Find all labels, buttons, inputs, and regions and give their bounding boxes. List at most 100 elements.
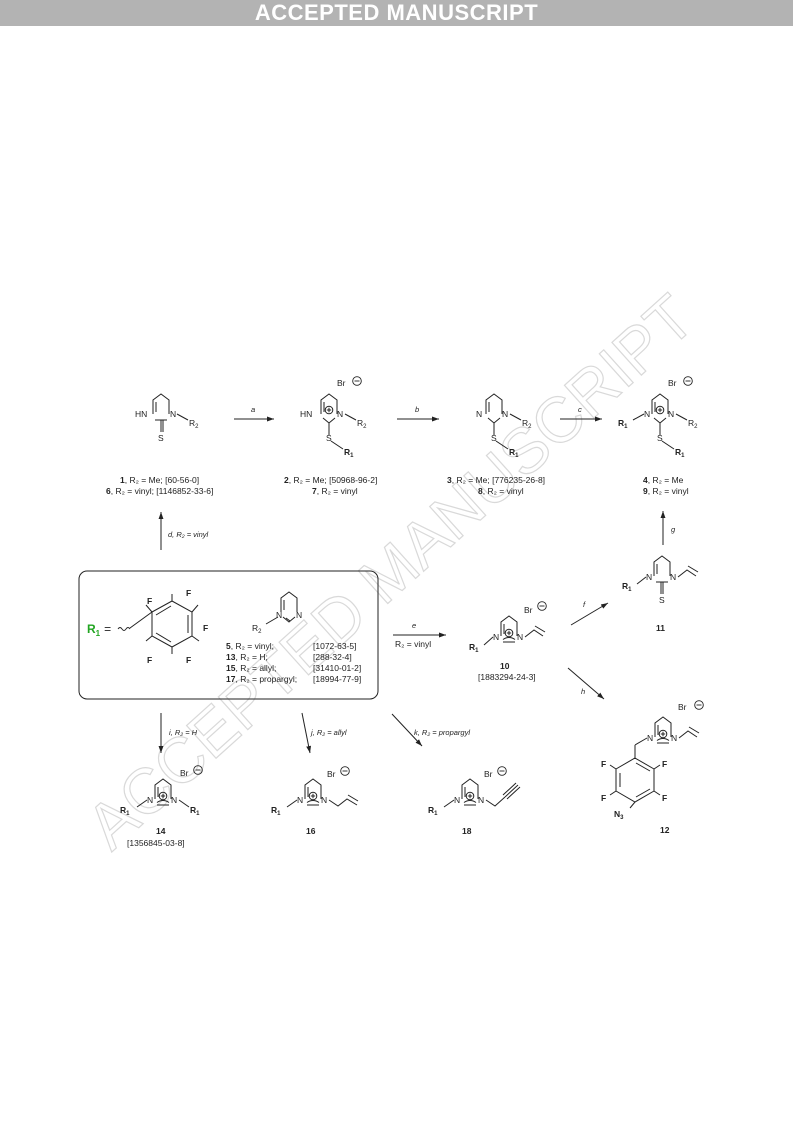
arrow-f: [570, 602, 609, 626]
cas-number: [1072-63-5]: [313, 641, 356, 651]
bromide-label: Br: [484, 769, 493, 779]
r2-label: R2: [357, 418, 367, 430]
nh-label: HN: [135, 409, 147, 419]
n-label: N: [517, 632, 523, 642]
r1-label: R1: [618, 418, 628, 430]
compound-16-structure: N N R1 Br: [271, 766, 359, 817]
n-label: N: [296, 610, 302, 620]
compound-11-structure: N N R1 S: [622, 555, 699, 605]
r2-label: R2: [189, 418, 199, 430]
n-label: N: [476, 409, 482, 419]
r1-label: R1: [271, 805, 281, 817]
compound-18-number: 18: [462, 826, 472, 836]
r1-label: R1: [509, 447, 519, 459]
reagent-b: b: [415, 405, 419, 414]
n-label: N: [337, 409, 343, 419]
s-label: S: [158, 433, 164, 443]
r1-label: R1: [344, 447, 354, 459]
reagent-h: h: [581, 687, 585, 696]
compound-3-structure: N N R2 S R1: [476, 393, 532, 459]
n-label: N: [671, 733, 677, 743]
reagent-g: g: [671, 525, 676, 534]
n-label: N: [668, 409, 674, 419]
compound-12-structure: N N Br F F F F N3: [601, 700, 704, 821]
cas-number: [288-32-4]: [313, 652, 352, 662]
compound-10-number: 10: [500, 661, 510, 671]
r2-label: R2: [688, 418, 698, 430]
starting-materials-list: 5, R₂ = vinyl; [1072-63-5] 13, R₂ = H; […: [226, 641, 361, 684]
s-label: S: [491, 433, 497, 443]
reagent-k: k, R₂ = propargyl: [414, 728, 470, 737]
fluorine-label: F: [186, 655, 191, 665]
bromide-label: Br: [337, 378, 346, 388]
watermark: ACCEPTED MANUSCRIPT: [73, 281, 708, 863]
imidazole-r2-structure: N N R2: [252, 591, 302, 635]
bromide-label: Br: [180, 768, 189, 778]
list-item: 13, R₂ = H;: [226, 652, 268, 662]
fluorine-label: F: [662, 759, 667, 769]
compound-10-structure: N N R1 Br: [469, 601, 547, 654]
compound-18-structure: N N R1 Br: [428, 766, 521, 817]
pentafluorobenzyl-r1-structure: R1= F F F F F: [87, 588, 208, 665]
reagent-d: d, R₂ = vinyl: [168, 530, 208, 539]
compound-16-number: 16: [306, 826, 316, 836]
n-label: N: [147, 795, 153, 805]
n-label: N: [493, 632, 499, 642]
starting-materials-box: [78, 570, 379, 700]
r1-label: R1: [469, 642, 479, 654]
n-label: N: [502, 409, 508, 419]
compound-1-structure: HN N R2 S: [135, 393, 199, 443]
reagent-e: e: [412, 621, 416, 630]
bromide-label: Br: [668, 378, 677, 388]
accepted-manuscript-banner: ACCEPTED MANUSCRIPT: [0, 0, 793, 26]
compound-9-caption: 9, R₂ = vinyl: [643, 486, 689, 496]
azide-label: N3: [614, 809, 624, 821]
arrow-j: [301, 712, 312, 754]
compound-2-structure: HN N R2 S R1 Br: [300, 376, 367, 459]
s-label: S: [659, 595, 665, 605]
compound-12-number: 12: [660, 825, 670, 835]
reagent-f: f: [583, 600, 586, 609]
nh-label: HN: [300, 409, 312, 419]
r1-label: R1: [120, 805, 130, 817]
s-label: S: [326, 433, 332, 443]
compound-14-structure: N N R1 R1 Br: [120, 765, 203, 817]
arrow-k: [391, 713, 423, 747]
fluorine-label: F: [601, 793, 606, 803]
r2-label: R2: [522, 418, 532, 430]
fluorine-label: F: [662, 793, 667, 803]
compound-4-structure: N N R1 R2 S R1 Br: [618, 376, 698, 459]
compound-7-caption: 7, R₂ = vinyl: [312, 486, 358, 496]
compound-1-caption: 1, R₂ = Me; [60-56-0]: [120, 475, 199, 485]
banner-text: ACCEPTED MANUSCRIPT: [254, 0, 539, 25]
compound-6-caption: 6, R₂ = vinyl; [1146852-33-6]: [106, 486, 213, 496]
bromide-label: Br: [327, 769, 336, 779]
s-label: S: [657, 433, 663, 443]
reagent-i: i, R₂ = H: [169, 728, 198, 737]
cas-number: [18994-77-9]: [313, 674, 361, 684]
compound-14-number: 14: [156, 826, 166, 836]
n-label: N: [647, 733, 653, 743]
n-label: N: [478, 795, 484, 805]
fluorine-label: F: [147, 596, 152, 606]
compound-10-cas: [1883294-24-3]: [478, 672, 536, 682]
fluorine-label: F: [601, 759, 606, 769]
list-item: 5, R₂ = vinyl;: [226, 641, 274, 651]
n-label: N: [644, 409, 650, 419]
cas-number: [31410-01-2]: [313, 663, 361, 673]
r1-definition-label: R1=: [87, 622, 111, 638]
compound-4-caption: 4, R₂ = Me: [643, 475, 684, 485]
n-label: N: [646, 572, 652, 582]
compound-11-number: 11: [656, 623, 665, 633]
list-item: 15, R₂ = allyl;: [226, 663, 276, 673]
r1-label: R1: [190, 805, 200, 817]
fluorine-label: F: [203, 623, 208, 633]
fluorine-label: F: [147, 655, 152, 665]
compound-8-caption: 8, R₂ = vinyl: [478, 486, 524, 496]
r1-label: R1: [675, 447, 685, 459]
n-label: N: [670, 572, 676, 582]
bromide-label: Br: [678, 702, 687, 712]
reagent-a: a: [251, 405, 255, 414]
n-label: N: [276, 610, 282, 620]
